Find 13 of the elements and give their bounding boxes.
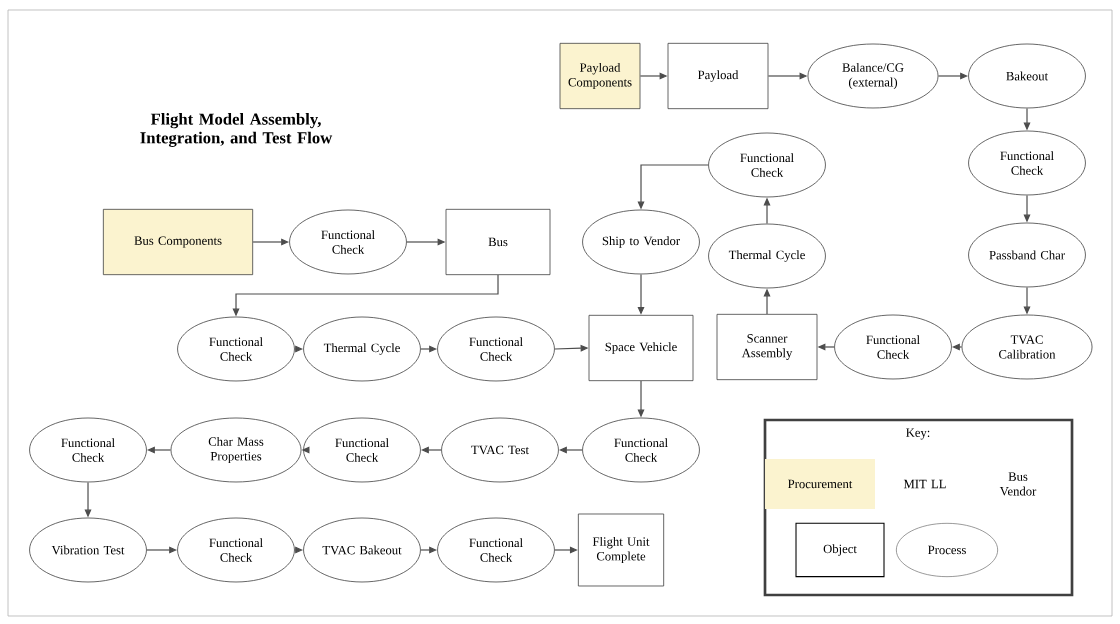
legend-label: MIT LL	[903, 479, 946, 489]
object-box: Scanner Assembly	[716, 313, 818, 381]
procurement-box: Payload Components	[559, 42, 641, 110]
legend-object-box: Object	[795, 522, 885, 578]
key-heading: Key:	[906, 428, 930, 440]
object-box: Payload	[667, 42, 769, 110]
object-box: Flight Unit Complete	[577, 513, 665, 587]
object-box: Space Vehicle	[588, 314, 694, 382]
title: Flight Model Assembly, Integration, and Test Flow	[140, 113, 333, 147]
object-box: Bus	[445, 208, 551, 276]
legend-label: Bus Vendor	[999, 472, 1037, 496]
procurement-box: Bus Components	[102, 208, 254, 276]
legend-label: Procurement	[788, 479, 853, 489]
